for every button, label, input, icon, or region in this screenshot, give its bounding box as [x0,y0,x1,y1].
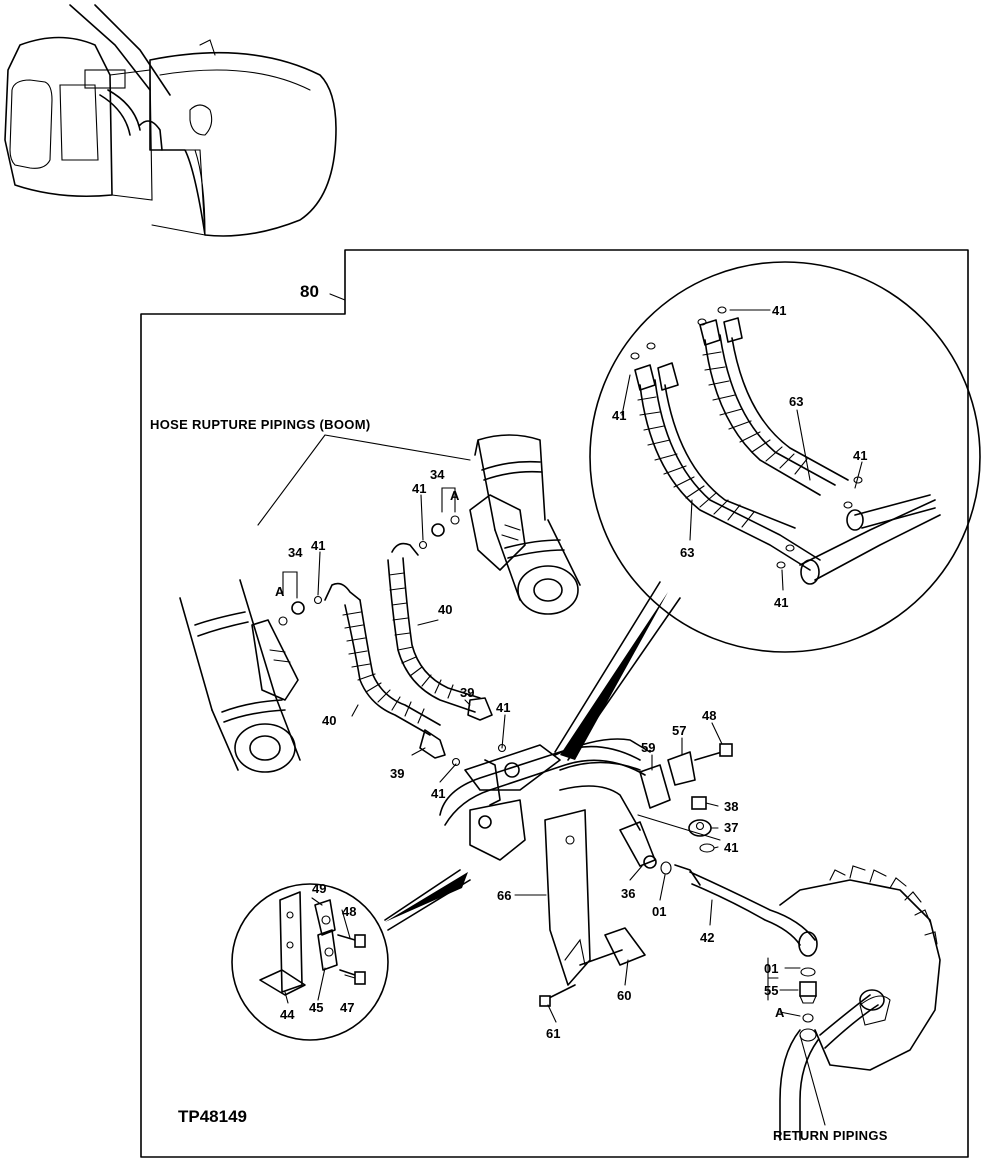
excavator-overview [4,4,337,237]
label-34: 34 [288,545,303,560]
label-01: 01 [652,904,666,919]
label-41: 41 [311,538,325,553]
oring-left [278,616,288,626]
ref-number: 80 [300,282,319,301]
hose-40-right [387,542,493,721]
oring-a-lower [802,1013,814,1023]
label-57: 57 [672,723,686,738]
label-49: 49 [312,881,326,896]
plate-66 [544,809,591,986]
label-47: 47 [340,1000,354,1015]
bracket-a-right [441,487,456,513]
label-48: 48 [342,904,356,919]
bracket-a-left [282,571,298,599]
label-36: 36 [621,886,635,901]
label-a: A [775,1005,785,1020]
label-42: 42 [700,930,714,945]
right-boom-cylinder [469,434,581,615]
magnified-hose-view [554,261,981,761]
label-40: 40 [322,713,336,728]
label-48: 48 [702,708,716,723]
label-41: 41 [772,303,786,318]
center-valve-assembly [439,738,651,861]
return-leader [799,1034,826,1126]
label-39: 39 [460,685,474,700]
adapter-34-left [291,601,305,615]
caption-return-pipings: RETURN PIPINGS [773,1128,888,1143]
label-38: 38 [724,799,738,814]
label-41: 41 [496,700,510,715]
label-leaders [284,309,863,1023]
label-63: 63 [680,545,694,560]
caption-hose-rupture: HOSE RUPTURE PIPINGS (BOOM) [150,417,370,432]
label-66: 66 [497,888,511,903]
nut-37-38 [637,796,721,853]
label-45: 45 [309,1000,323,1015]
label-60: 60 [617,988,631,1003]
label-a: A [275,584,285,599]
label-41: 41 [774,595,788,610]
bracket-01-55 [767,957,779,1001]
label-41: 41 [724,840,738,855]
left-boom-cylinder [179,579,301,773]
label-34: 34 [430,467,445,482]
label-59: 59 [641,740,655,755]
adapter-34-right [431,523,445,537]
oring-41-left [313,595,323,605]
label-63: 63 [789,394,803,409]
oring-01 [660,861,672,875]
adapter-55 [799,981,817,1004]
caption-leader [257,434,471,526]
label-55: 55 [764,983,778,998]
label-39: 39 [390,766,404,781]
hose-42 [674,864,818,957]
bracket-60 [539,927,646,1007]
label-01: 01 [764,961,778,976]
label-44: 44 [280,1007,295,1022]
hose-40-left [324,582,446,759]
label-37: 37 [724,820,738,835]
label-41: 41 [412,481,426,496]
part-labels: 41 41 63 41 63 41 34 41 A 34 41 A 40 40 … [275,303,867,1041]
label-a: A [450,488,460,503]
drawing-id: TP48149 [178,1107,247,1126]
label-40: 40 [438,602,452,617]
clamp-59-57 [639,743,733,809]
oring-01-lower [800,967,816,977]
magnified-clamp-view [231,869,471,1041]
label-41: 41 [853,448,867,463]
label-41: 41 [612,408,626,423]
label-41: 41 [431,786,445,801]
tee-36 [619,821,657,869]
detail-frame [140,249,969,1158]
oring-right [450,515,460,525]
control-valve [779,865,941,1141]
oring-41-right [418,540,428,550]
label-61: 61 [546,1026,560,1041]
